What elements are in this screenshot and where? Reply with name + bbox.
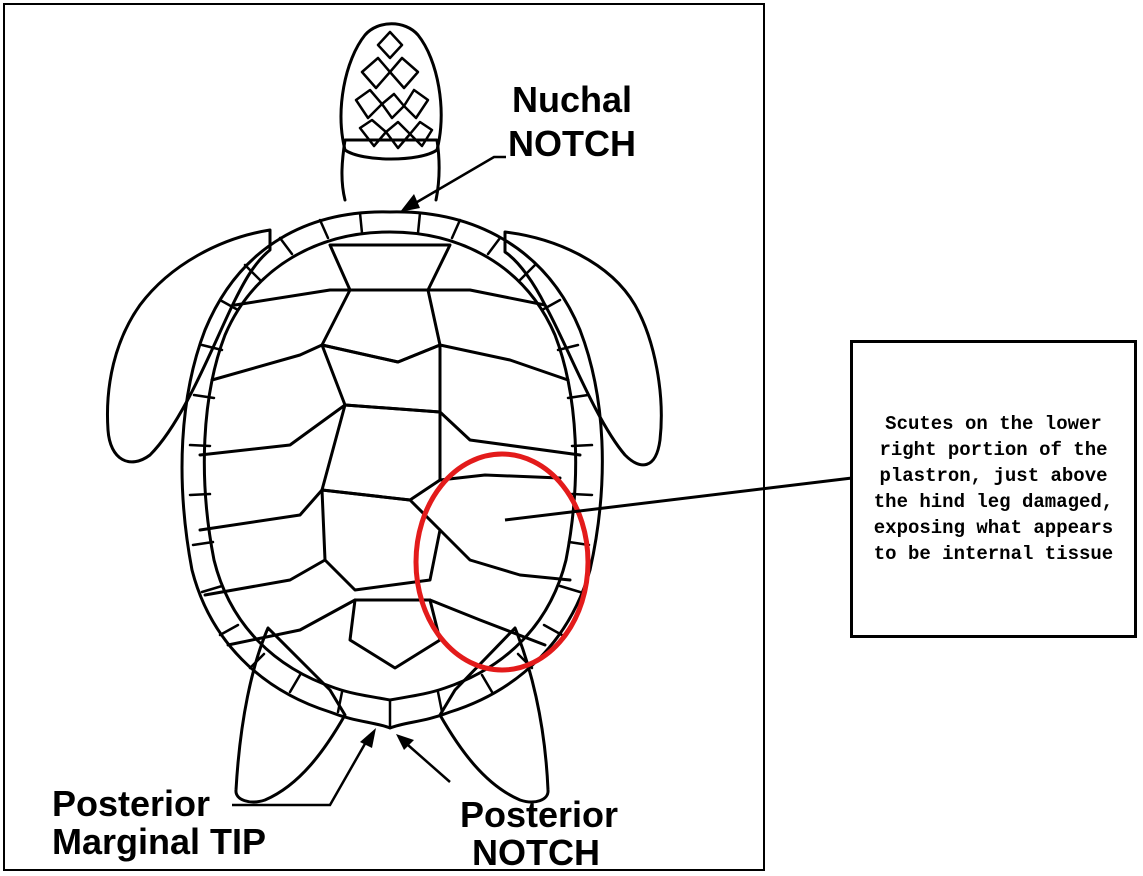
nuchal-arrowhead [400,194,420,212]
posterior-tip-label-line2: Marginal TIP [52,822,266,862]
head-scales [356,32,432,148]
annotation-leader-line [505,478,852,520]
right-front-flipper [505,232,661,465]
annotation-box: Scutes on the lower right portion of the… [850,340,1137,638]
neck [342,140,439,200]
posterior-tip-arrowhead [360,728,376,748]
nuchal-label-line2: NOTCH [508,124,636,164]
nuchal-label-line1: Nuchal [512,80,632,120]
damage-highlight-circle [416,454,588,670]
posterior-tip-label-line1: Posterior [52,784,210,824]
posterior-notch-label-line1: Posterior [460,795,618,835]
annotation-text: Scutes on the lower right portion of the… [861,411,1126,567]
nuchal-leader [412,157,506,205]
posterior-notch-label-line2: NOTCH [472,833,600,873]
vertebral-scutes [322,245,450,668]
posterior-tip-leader [232,735,370,805]
left-hind-flipper [236,628,345,802]
costal-dividers [200,290,580,645]
